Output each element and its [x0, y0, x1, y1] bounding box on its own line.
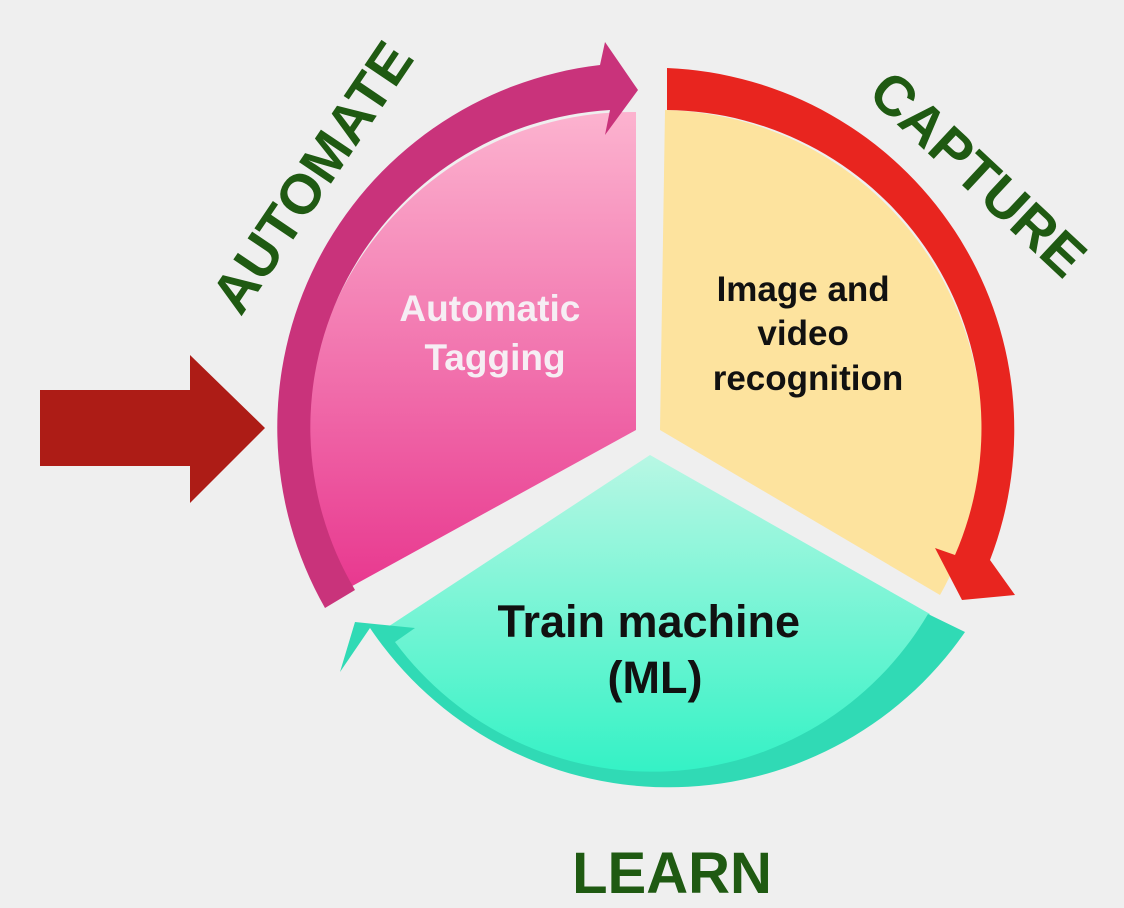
learn-cycle-arrow [340, 614, 965, 788]
capture-cycle-arrow [667, 68, 1015, 600]
learn-segment-label: Train machine (ML) [497, 596, 812, 703]
entry-arrow [40, 355, 265, 503]
learn-stage-label: LEARN [572, 841, 772, 906]
automate-segment [306, 111, 636, 590]
capture-segment-label: Image and video recognition [713, 270, 904, 398]
learn-segment [380, 455, 930, 776]
automate-cycle-arrow [277, 42, 638, 608]
capture-segment [660, 110, 983, 595]
automate-segment-label: Automatic Tagging [399, 288, 590, 378]
